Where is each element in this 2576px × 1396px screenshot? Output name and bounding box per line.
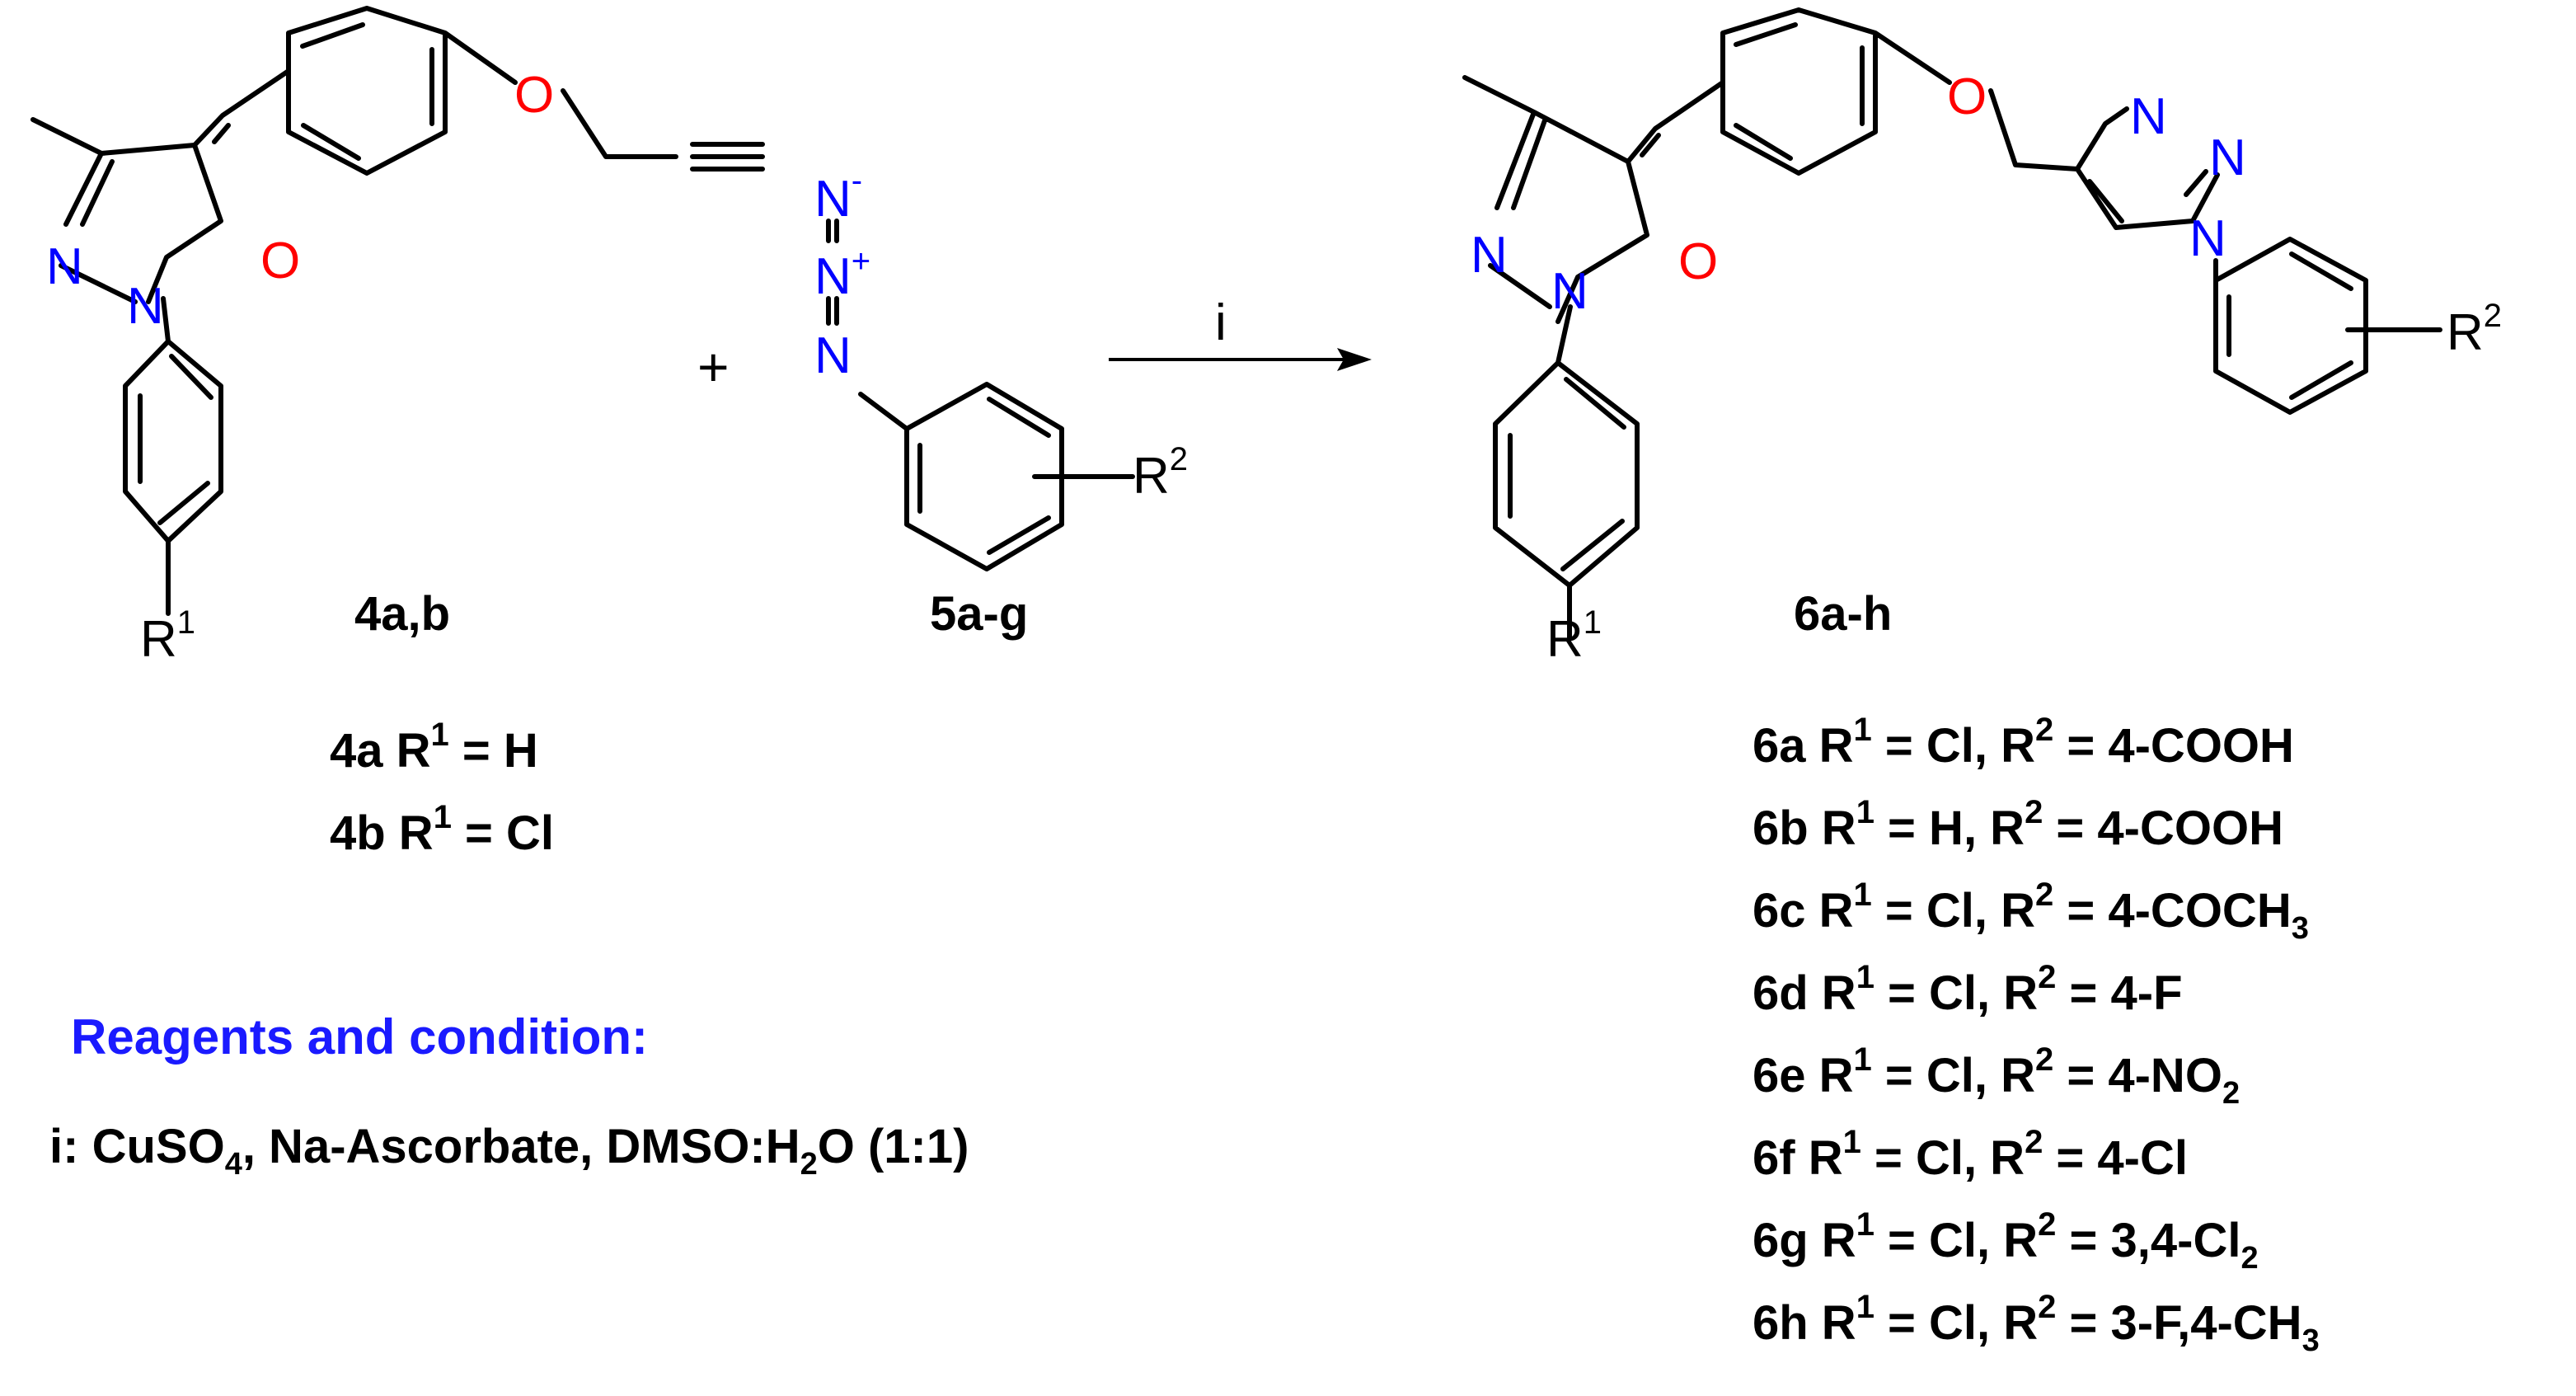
variant-6b: 6b R1 = H, R2 = 4-COOH [1753,794,2283,855]
reaction-arrow-label: i [1215,294,1227,351]
compound-6-ether-o-atom: O [1947,68,1987,125]
variant-4a: 4a R1 = H [330,717,538,778]
variant-6e: 6e R1 = Cl, R2 = 4-NO2 [1753,1041,2240,1111]
variant-6g: 6g R1 = Cl, R2 = 3,4-Cl2 [1753,1206,2259,1276]
compound-5-n-central-atom: N+ [814,243,870,305]
reagents-block: Reagents and condition: i: CuSO4, Na-Asc… [49,1009,969,1182]
compound-4-carbonyl-o-atom: O [260,233,300,289]
compound-6-label: 6a-h [1794,587,1892,641]
variant-6d: 6d R1 = Cl, R2 = 4-F [1753,959,2183,1020]
compound-5-r2-label: R2 [1133,441,1188,505]
compound-5-bonds [826,219,1135,571]
compound-4-variants: 4a R1 = H 4b R1 = Cl [330,717,554,860]
compound-6-structure: N N O O N N N R1 R2 [1462,7,2502,668]
compound-6-triazole-n2-atom: N [2209,129,2246,186]
compound-6-bonds [1462,7,2442,641]
compound-6-pyrazolone-n2-atom: N [1471,227,1508,284]
variant-6h: 6h R1 = Cl, R2 = 3-F,4-CH3 [1753,1289,2320,1358]
compound-4-ether-o-atom: O [514,67,554,124]
compound-4-n1-atom: N [127,278,164,335]
reaction-arrow-head [1337,348,1372,371]
compound-5-label: 5a-g [930,587,1028,641]
reagents-line: i: CuSO4, Na-Ascorbate, DMSO:H2O (1:1) [49,1120,969,1182]
compound-4-n2-atom: N [46,238,83,295]
compound-4-structure: N N O O R1 [30,6,765,668]
variant-6c: 6c R1 = Cl, R2 = 4-COCH3 [1753,877,2309,946]
reaction-arrow: i [1109,294,1372,371]
variant-4b: 4b R1 = Cl [330,799,554,860]
compound-5-n-aryl-atom: N [814,327,852,384]
compound-6-pyrazolone-n1-atom: N [1551,263,1588,320]
variant-6a: 6a R1 = Cl, R2 = 4-COOH [1753,712,2294,773]
compound-4-r1-label: R1 [140,604,195,668]
compound-6-carbonyl-o-atom: O [1678,233,1718,290]
compound-6-triazole-n3-atom: N [2130,88,2167,145]
plus-sign: + [697,336,730,397]
compound-6-r1-label: R1 [1546,604,1602,668]
reagents-title: Reagents and condition: [71,1009,648,1065]
compound-4-label: 4a,b [354,587,450,641]
compound-6-triazole-n1-atom: N [2189,210,2226,267]
compound-6-r2-label: R2 [2447,298,2502,361]
variant-6f: 6f R1 = Cl, R2 = 4-Cl [1753,1124,2188,1185]
compound-4-bonds [30,6,765,616]
compound-6-variants: 6a R1 = Cl, R2 = 4-COOH 6b R1 = H, R2 = … [1753,712,2320,1358]
compound-5-structure: N- N+ N R2 [814,162,1188,571]
compound-5-n-terminal-atom: N- [814,162,862,228]
